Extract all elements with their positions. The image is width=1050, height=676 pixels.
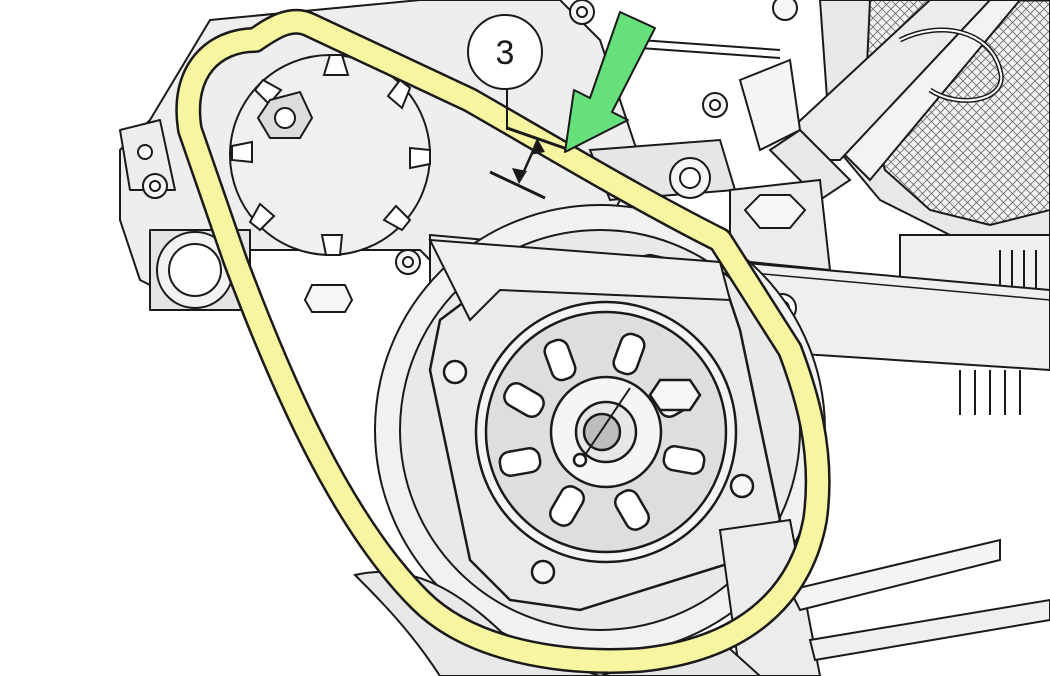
down-left-arrow-icon	[564, 11, 656, 153]
callout-3: 3	[467, 14, 543, 90]
double-headed-arrow-icon	[512, 138, 545, 184]
callout-label: 3	[496, 34, 515, 72]
bracket-bolt	[729, 178, 832, 272]
hub-plate-front	[428, 238, 732, 322]
hub-plate	[428, 253, 782, 612]
chain-tensioner	[588, 39, 852, 202]
front-sprocket	[229, 54, 431, 256]
slack-measurement	[489, 88, 571, 200]
drive-chain	[175, 8, 831, 674]
